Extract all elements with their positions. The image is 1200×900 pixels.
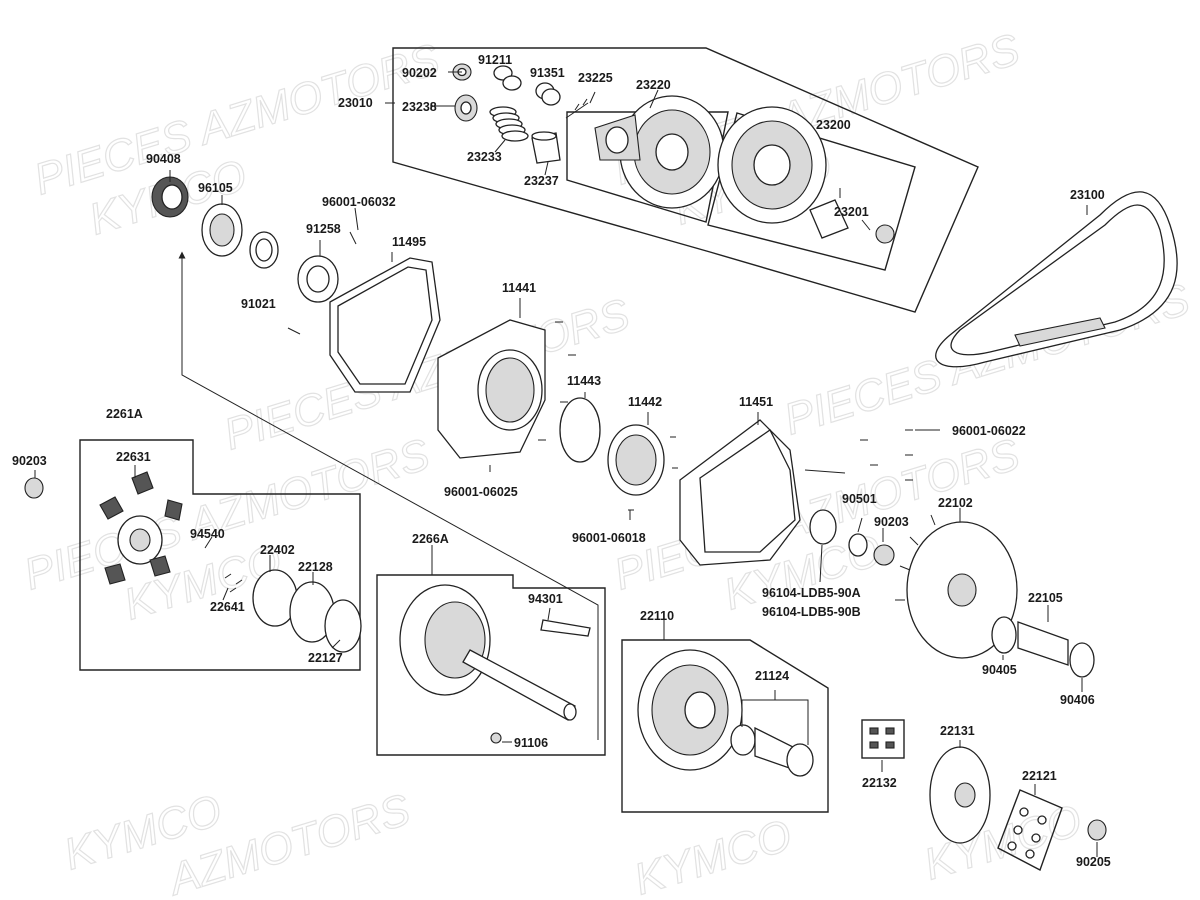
label-96104-LDB5-90B: 96104-LDB5-90B <box>762 605 861 619</box>
label-11441: 11441 <box>502 281 536 295</box>
label-90203-left: 90203 <box>12 454 47 468</box>
label-22402: 22402 <box>260 543 295 557</box>
label-23238: 23238 <box>402 100 437 114</box>
label-23237: 23237 <box>524 174 559 188</box>
label-22128: 22128 <box>298 560 333 574</box>
bearing-parts-left <box>151 176 357 335</box>
outer-cover-11451 <box>679 419 913 566</box>
label-96104-LDB5-90A: 96104-LDB5-90A <box>762 586 861 600</box>
label-23200: 23200 <box>816 118 851 132</box>
slider-box-22132 <box>861 719 905 759</box>
label-96001-06018: 96001-06018 <box>572 531 646 545</box>
label-22631: 22631 <box>116 450 151 464</box>
washer-90501 <box>848 533 868 557</box>
sleeve-22105 <box>1017 621 1069 666</box>
label-22641: 22641 <box>210 600 245 614</box>
label-23010: 23010 <box>338 96 373 110</box>
label-94540: 94540 <box>190 527 225 541</box>
label-22127: 22127 <box>308 651 343 665</box>
label-90501: 90501 <box>842 492 877 506</box>
label-96001-06032: 96001-06032 <box>322 195 396 209</box>
label-22121: 22121 <box>1022 769 1057 783</box>
label-91258: 91258 <box>306 222 341 236</box>
label-91106: 91106 <box>514 736 548 750</box>
gasket-11495 <box>329 257 441 393</box>
leader-lines <box>34 71 1098 857</box>
label-11442: 11442 <box>628 395 662 409</box>
label-11495: 11495 <box>392 235 426 249</box>
seal-96104 <box>809 509 837 545</box>
label-23225: 23225 <box>578 71 613 85</box>
pulley-box-22110 <box>621 639 829 813</box>
label-22132: 22132 <box>862 776 897 790</box>
label-91211: 91211 <box>478 53 512 67</box>
label-11443: 11443 <box>567 374 601 388</box>
label-11451: 11451 <box>739 395 773 409</box>
label-90408: 90408 <box>146 152 181 166</box>
label-90405: 90405 <box>982 663 1017 677</box>
label-23201: 23201 <box>834 205 869 219</box>
label-96001-06022: 96001-06022 <box>952 424 1026 438</box>
watermark: KYMCO <box>629 811 798 900</box>
label-90203-right: 90203 <box>874 515 909 529</box>
gasket-11443 <box>559 397 601 463</box>
clutch-spring-23233 <box>489 106 529 142</box>
label-90406: 90406 <box>1060 693 1095 707</box>
drive-belt-23100 <box>935 191 1178 368</box>
label-90202: 90202 <box>402 66 437 80</box>
label-23233: 23233 <box>467 150 502 164</box>
label-94301: 94301 <box>528 592 563 606</box>
label-2261A: 2261A <box>106 407 143 421</box>
label-22105: 22105 <box>1028 591 1063 605</box>
clutch-shoe-box-2261A <box>79 439 362 671</box>
clutch-assembly-23010 <box>392 47 979 313</box>
label-22102: 22102 <box>938 496 973 510</box>
label-21124: 21124 <box>755 669 789 683</box>
label-96001-06025: 96001-06025 <box>444 485 518 499</box>
ring-90406 <box>1069 642 1095 678</box>
nut-90203-left <box>24 477 44 499</box>
ramp-plate-22131 <box>929 746 991 844</box>
part-labels: 90202 91211 91351 23225 23220 23010 2323… <box>12 53 1111 869</box>
label-90205: 90205 <box>1076 855 1111 869</box>
label-91351: 91351 <box>530 66 565 80</box>
clutch-drum-box-2266A <box>376 574 606 756</box>
label-23100: 23100 <box>1070 188 1105 202</box>
label-22131: 22131 <box>940 724 975 738</box>
nut-90203-right <box>873 544 895 566</box>
nut-90205 <box>1087 819 1107 841</box>
ring-90405 <box>991 616 1017 654</box>
drive-pulley-22102 <box>895 510 1018 659</box>
label-96105: 96105 <box>198 181 233 195</box>
label-2266A: 2266A <box>412 532 449 546</box>
label-22110: 22110 <box>640 609 674 623</box>
cover-11442 <box>607 424 678 511</box>
roller-box-22121 <box>997 789 1063 871</box>
housing-11441 <box>437 319 576 459</box>
label-23220: 23220 <box>636 78 671 92</box>
label-91021: 91021 <box>241 297 276 311</box>
